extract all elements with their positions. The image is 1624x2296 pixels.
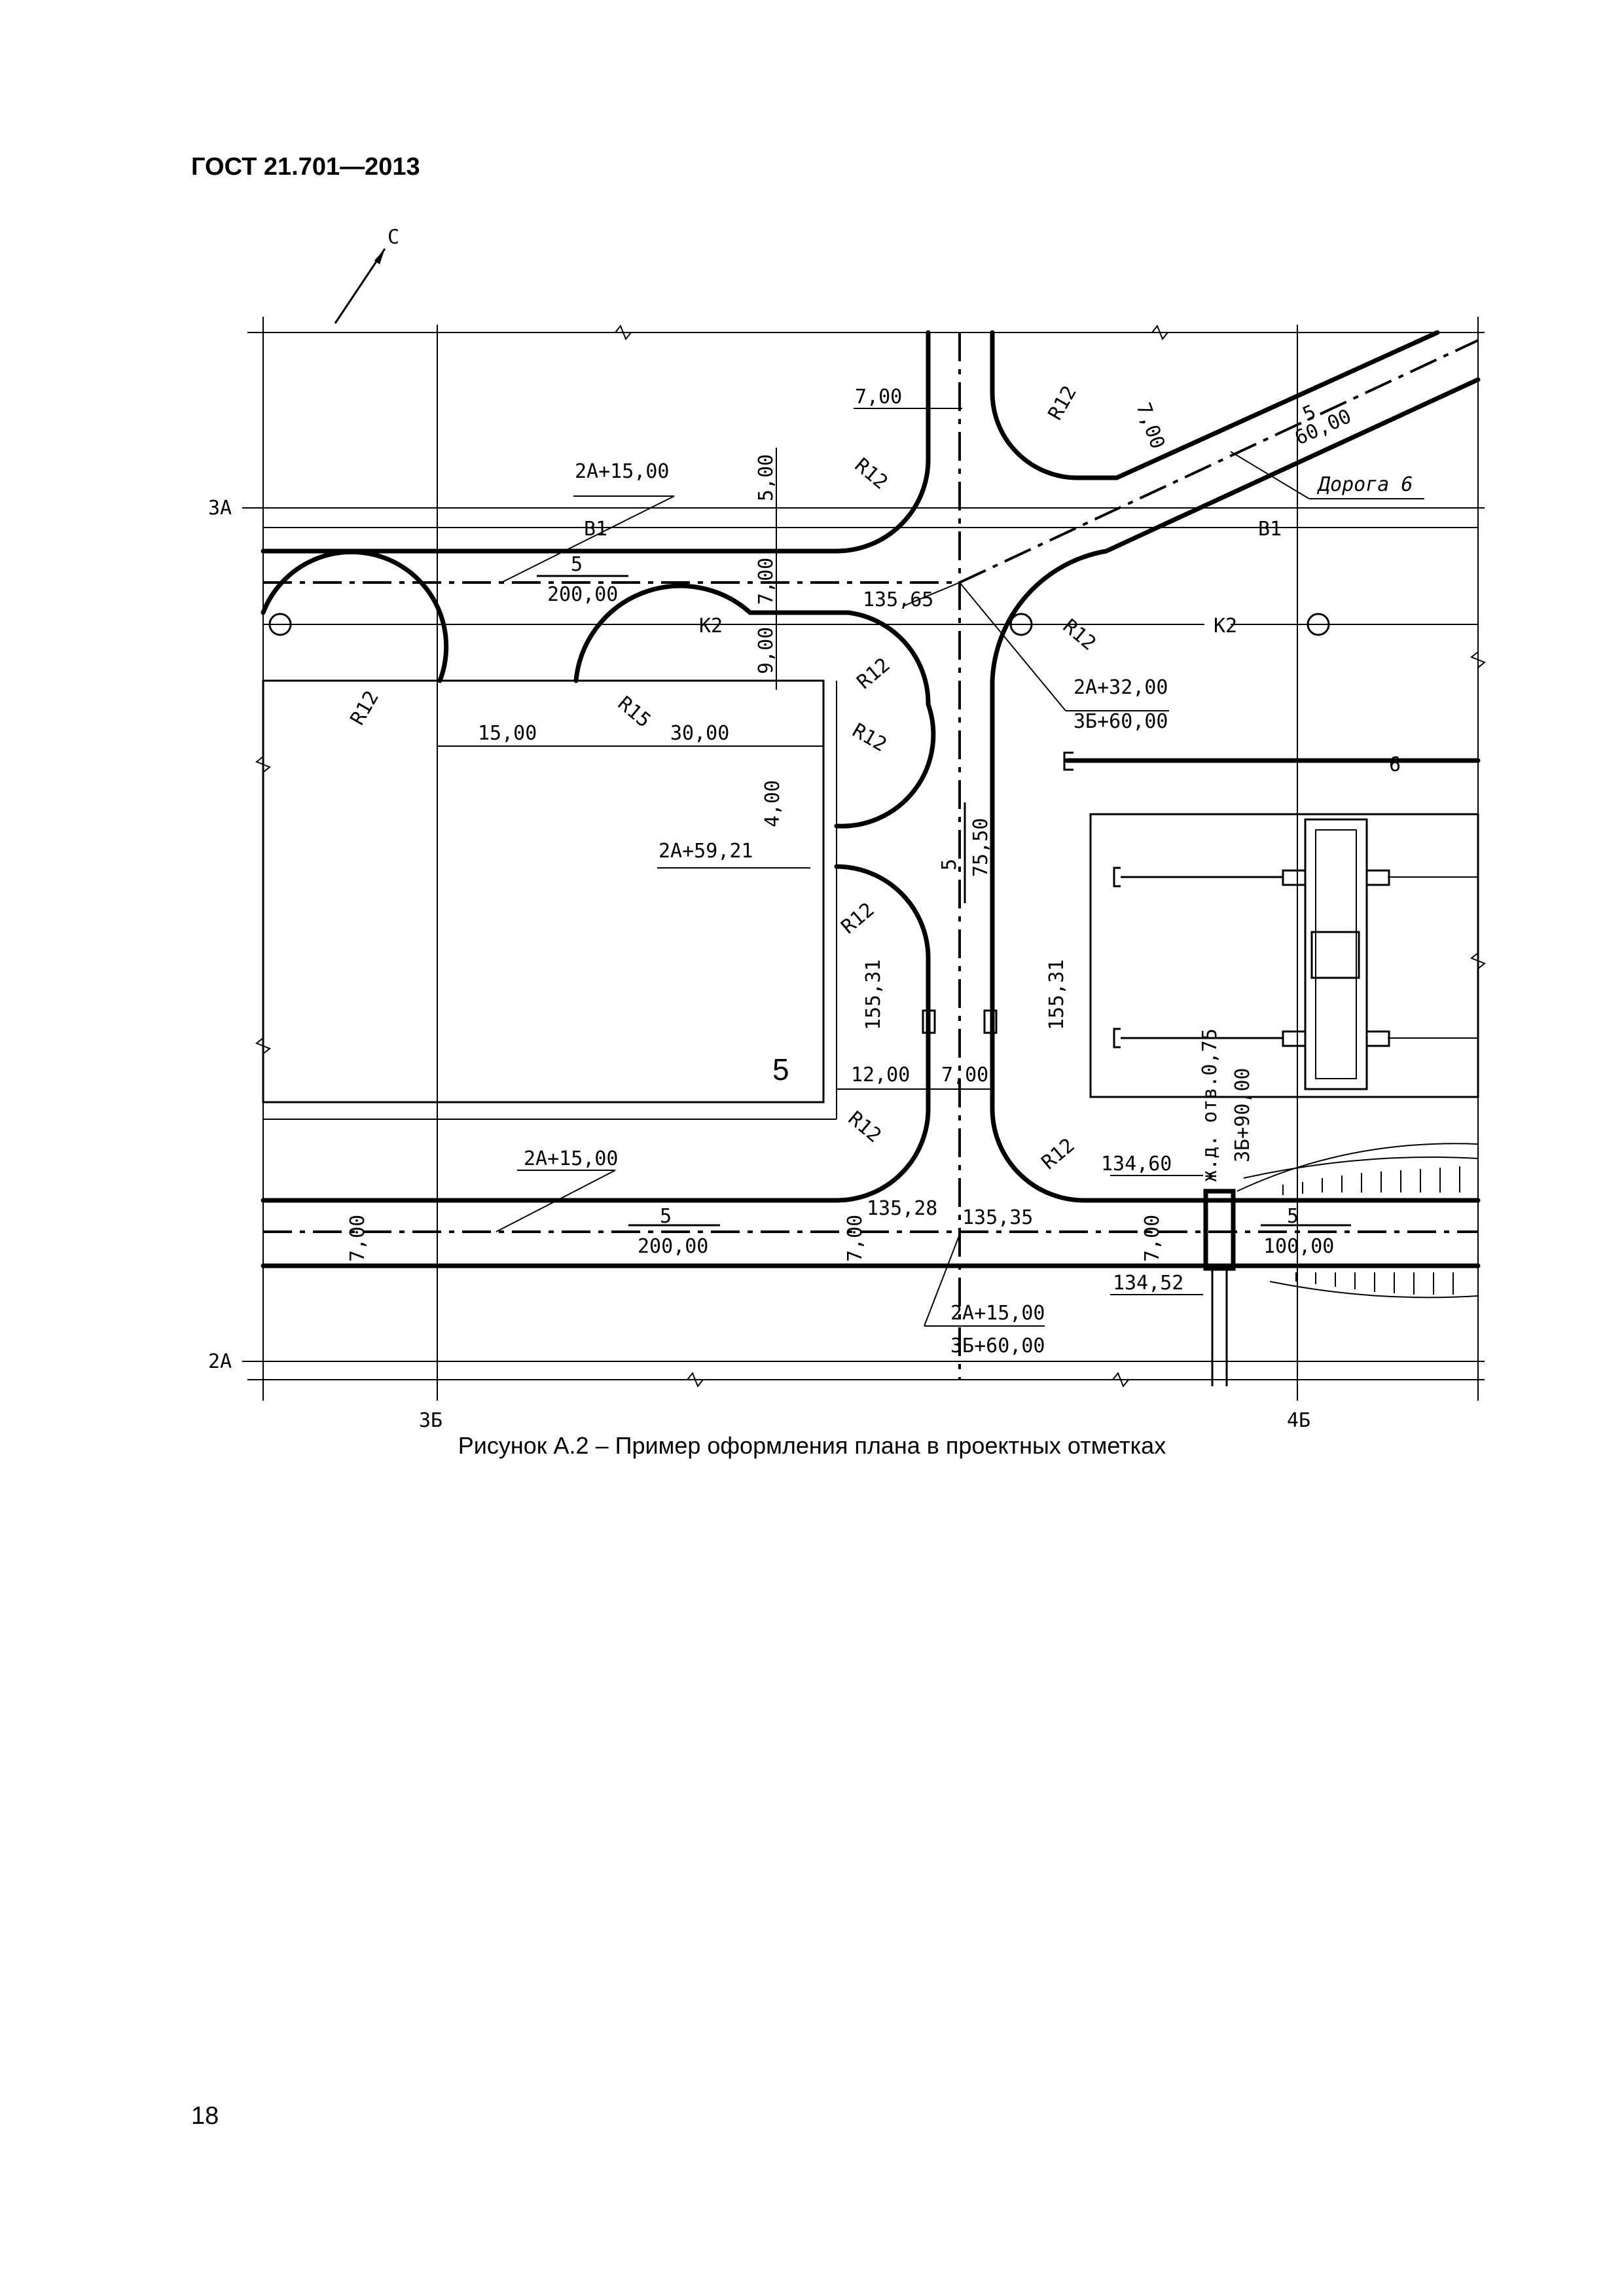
radius-label: R12: [844, 1107, 886, 1147]
slope-value: 5: [660, 1205, 672, 1228]
stake-label: 2А+32,00: [1074, 676, 1168, 699]
radius-label: R12: [837, 898, 879, 939]
slope-value: 5: [571, 553, 583, 576]
slope-length: 100,00: [1263, 1235, 1334, 1258]
radius-label: R15: [613, 692, 655, 732]
elevation-label: 155,31: [862, 960, 885, 1030]
rail-label: 6: [1389, 753, 1401, 776]
dim-7-00-top: 7,00: [755, 558, 778, 605]
stake-labels: 2А+15,00 2А+32,00 3Б+60,00 2А+59,21 2А+1…: [524, 460, 1254, 1357]
road-network: [261, 330, 1481, 1380]
document-header: ГОСТ 21.701—2013: [191, 153, 420, 181]
radius-label: R12: [853, 653, 895, 694]
dim-7-00-left: 7,00: [346, 1215, 369, 1262]
stake-label: 3Б+90,00: [1231, 1068, 1254, 1163]
elevation-label: 135,35: [962, 1206, 1033, 1229]
stake-label: 2А+15,00: [950, 1302, 1045, 1325]
slope-length: 200,00: [638, 1235, 708, 1258]
figure-caption: Рисунок А.2 – Пример оформления плана в …: [458, 1432, 1166, 1459]
stake-label: 3Б+60,00: [1074, 710, 1168, 733]
building-5: 5: [262, 679, 837, 1120]
elevation-labels: 135,65 155,31 155,31 134,60 135,28 135,3…: [862, 588, 1183, 1295]
road-name-label: Дорога 6: [1316, 473, 1413, 496]
north-arrow-icon: С: [334, 226, 399, 324]
slope-value: 5: [1299, 401, 1320, 426]
radius-label: R12: [346, 687, 384, 729]
radius-labels: R12 R12 R12 R12 R12 R12 R12 R12 R15 R12: [346, 382, 1100, 1175]
slope-length: 75,50: [969, 818, 992, 877]
elevation-label: 135,65: [863, 588, 933, 611]
dim-5-00: 5,00: [755, 454, 778, 501]
sewer-label-right: К2: [1214, 615, 1237, 637]
dim-7-00-right: 7,00: [1141, 1215, 1164, 1262]
radius-label: R12: [850, 454, 892, 494]
radius-label: R12: [1038, 1134, 1079, 1174]
dimension-texts: 7,00 5,00 7,00 9,00 15,00 30,00 4,00 12,…: [346, 386, 1169, 1262]
dim-7-00-diag: 7,00: [1131, 400, 1169, 452]
dim-7-00-mid: 7,00: [844, 1215, 867, 1262]
water-label-left: В1: [584, 518, 607, 541]
axis-label-4b: 4Б: [1287, 1409, 1310, 1432]
dim-12-00: 12,00: [851, 1064, 910, 1086]
utility-lines: В1 В1 К2 К2: [263, 518, 1478, 637]
dim-road-width-top: 7,00: [855, 386, 902, 408]
rail-note: ж.д. отв.0,75: [1199, 1028, 1221, 1182]
dim-7-00-road: 7,00: [941, 1064, 988, 1086]
sewer-label-left: К2: [699, 615, 723, 637]
road-name: Дорога 6: [1316, 473, 1413, 496]
grid-axes: 3А 2А 3Б 4Б: [208, 317, 1486, 1432]
slope-value: 5: [1287, 1205, 1299, 1228]
north-label: С: [388, 226, 399, 249]
radius-label: R12: [848, 719, 890, 757]
elevation-label: 134,60: [1101, 1153, 1172, 1175]
radius-label: R12: [1044, 382, 1081, 424]
dim-15-00: 15,00: [478, 722, 537, 745]
dim-9-00: 9,00: [755, 627, 778, 674]
radius-label: R12: [1058, 615, 1100, 655]
stake-label: 2А+15,00: [575, 460, 670, 483]
axis-label-3b: 3Б: [419, 1409, 442, 1432]
elevation-label: 155,31: [1045, 960, 1068, 1030]
building-number: 5: [772, 1052, 789, 1086]
slope-value: 5: [938, 859, 961, 870]
stake-label: 3Б+60,00: [950, 1335, 1045, 1357]
axis-label-2a: 2А: [208, 1350, 232, 1373]
stake-label: 2А+15,00: [524, 1147, 619, 1170]
page-number: 18: [191, 2102, 219, 2130]
stake-label: 2А+59,21: [659, 840, 753, 863]
dim-30-00: 30,00: [670, 722, 729, 745]
elevation-label: 134,52: [1113, 1272, 1183, 1295]
elevation-label: 135,28: [867, 1197, 937, 1220]
dim-4-00: 4,00: [761, 780, 784, 827]
axis-label-3a: 3А: [208, 497, 232, 520]
rail-crossing: [1203, 1143, 1479, 1386]
equipment-block: 6: [1063, 751, 1481, 1098]
slope-length: 200,00: [547, 583, 618, 606]
dimension-lines: [437, 408, 1424, 1327]
water-label-right: В1: [1258, 518, 1282, 541]
